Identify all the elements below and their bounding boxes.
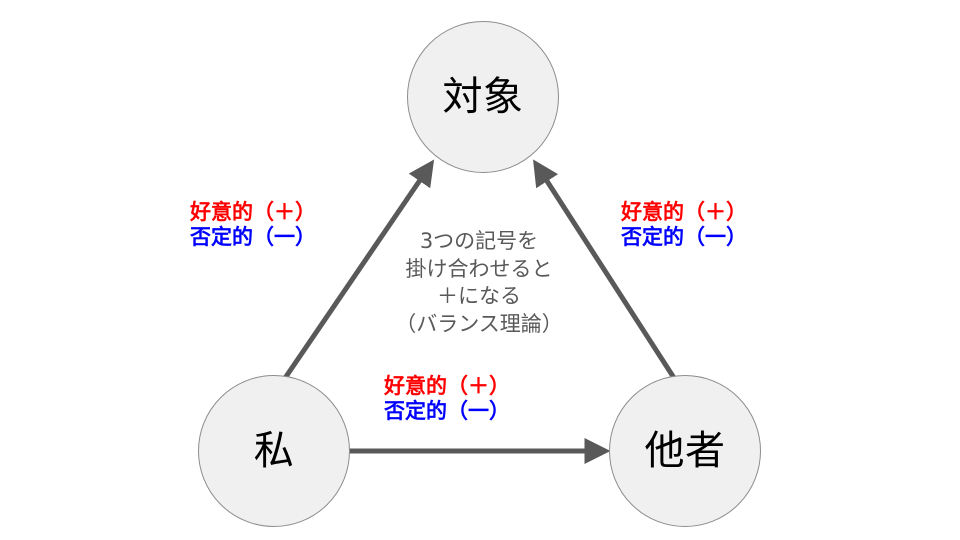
center-note-line-3: ＋になる <box>437 284 521 309</box>
edge-other-to-target <box>533 159 679 383</box>
edge-label-right: 好意的（＋） 否定的（一） <box>621 200 747 250</box>
node-self-label: 私 <box>253 428 295 474</box>
edge-label-bottom-negative: 否定的（一） <box>384 398 510 423</box>
center-note: 3つの記号を 掛け合わせると ＋になる （バランス理論） <box>383 228 575 339</box>
edge-label-left-negative: 否定的（一） <box>190 224 316 249</box>
edge-label-bottom-positive: 好意的（＋） <box>384 374 510 398</box>
center-note-line-4: （バランス理論） <box>395 312 563 337</box>
node-self[interactable]: 私 <box>198 375 350 527</box>
edge-label-right-positive: 好意的（＋） <box>621 200 747 224</box>
edge-label-left-positive: 好意的（＋） <box>190 200 316 224</box>
edge-label-right-negative: 否定的（一） <box>621 224 747 249</box>
edge-label-left: 好意的（＋） 否定的（一） <box>190 200 316 250</box>
center-note-line-2: 掛け合わせると <box>405 256 553 281</box>
center-note-line-1: 3つの記号を <box>419 229 539 253</box>
node-other[interactable]: 他者 <box>609 375 761 527</box>
node-target[interactable]: 対象 <box>407 21 559 173</box>
edge-label-bottom: 好意的（＋） 否定的（一） <box>384 374 510 424</box>
node-target-label: 対象 <box>442 74 524 120</box>
node-other-label: 他者 <box>644 428 726 474</box>
edge-self-to-target <box>280 159 435 383</box>
